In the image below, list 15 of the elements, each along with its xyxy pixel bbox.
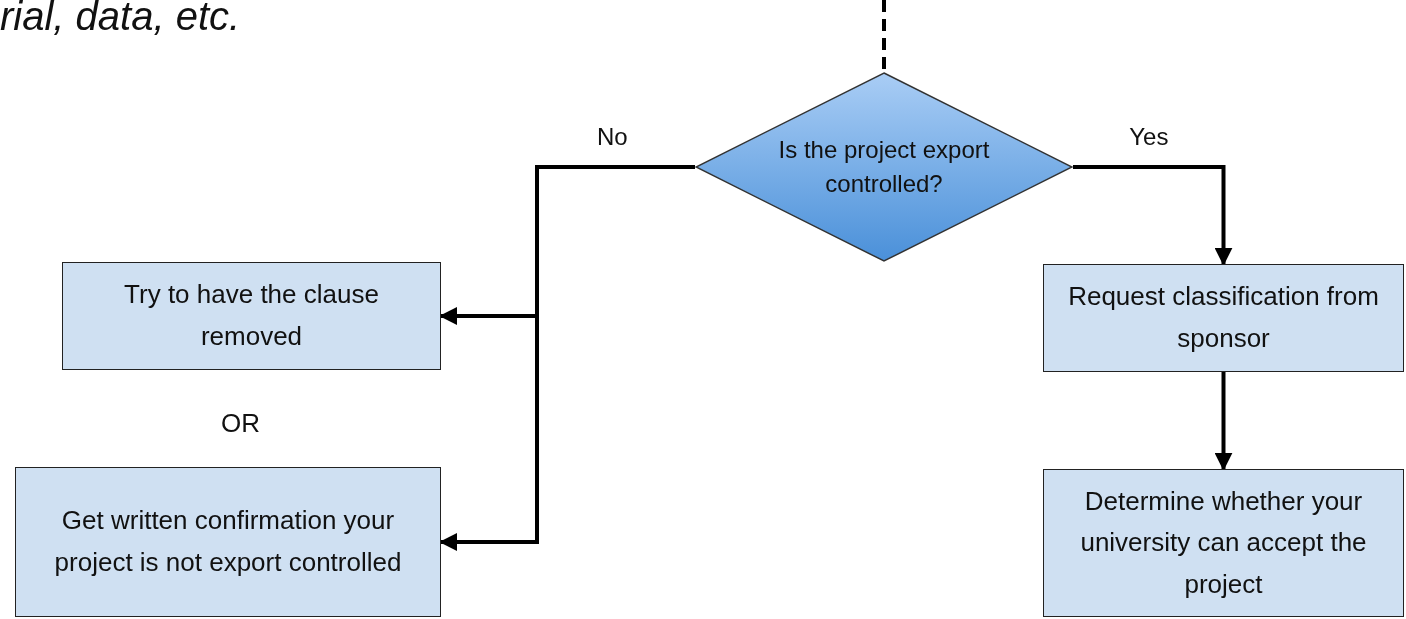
connector-text: OR [221,408,260,439]
note-text: rial, data, etc. [0,0,241,39]
decision-diamond [695,72,1073,262]
process-box [15,467,441,617]
process-box [1043,264,1404,372]
node-text: Try to have the clause removed [123,278,380,353]
process-box [1043,469,1404,617]
node-text: Determine whether your university can accept the project [1079,484,1368,601]
process-box [62,262,441,370]
node-text: Get written confirmation your project is not export controlled [53,504,403,579]
connector-line [882,0,886,72]
node-text: Request classification from sponsor [1067,280,1380,355]
node-text: Is the project export controlled? [777,135,991,199]
arrow [1214,372,1233,471]
arrow [1073,165,1233,266]
